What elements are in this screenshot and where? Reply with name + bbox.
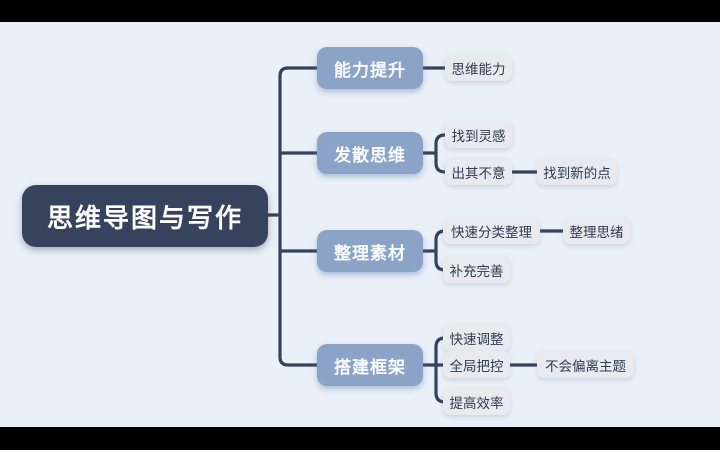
leaf-node-improve-efficiency[interactable]: 提高效率 (443, 388, 510, 415)
leaf-node-find-inspiration[interactable]: 找到灵感 (445, 121, 512, 148)
branch-node-build-framework[interactable]: 搭建框架 (317, 344, 423, 386)
central-topic-node[interactable]: 思维导图与写作 (22, 185, 268, 247)
leaf-node-thinking-ability[interactable]: 思维能力 (445, 54, 512, 81)
leaf-node-supplement-improve[interactable]: 补充完善 (443, 256, 510, 283)
letterbox-bottom (0, 427, 720, 450)
branch-node-divergent-thinking[interactable]: 发散思维 (317, 132, 423, 174)
leaf-node-quick-adjustment[interactable]: 快速调整 (443, 324, 510, 351)
leaf-node-unexpected-ideas[interactable]: 出其不意 (445, 158, 512, 185)
branch-node-ability-improvement[interactable]: 能力提升 (317, 47, 423, 89)
leaf-node-global-control[interactable]: 全局把控 (443, 351, 510, 378)
leaf-node-stay-on-topic[interactable]: 不会偏离主题 (537, 351, 634, 378)
letterbox-top (0, 0, 720, 22)
leaf-node-find-new-points[interactable]: 找到新的点 (537, 158, 617, 185)
branch-node-organize-material[interactable]: 整理素材 (317, 230, 423, 272)
leaf-node-quick-classification[interactable]: 快速分类整理 (443, 217, 540, 244)
leaf-node-sort-thoughts[interactable]: 整理思绪 (563, 217, 630, 244)
